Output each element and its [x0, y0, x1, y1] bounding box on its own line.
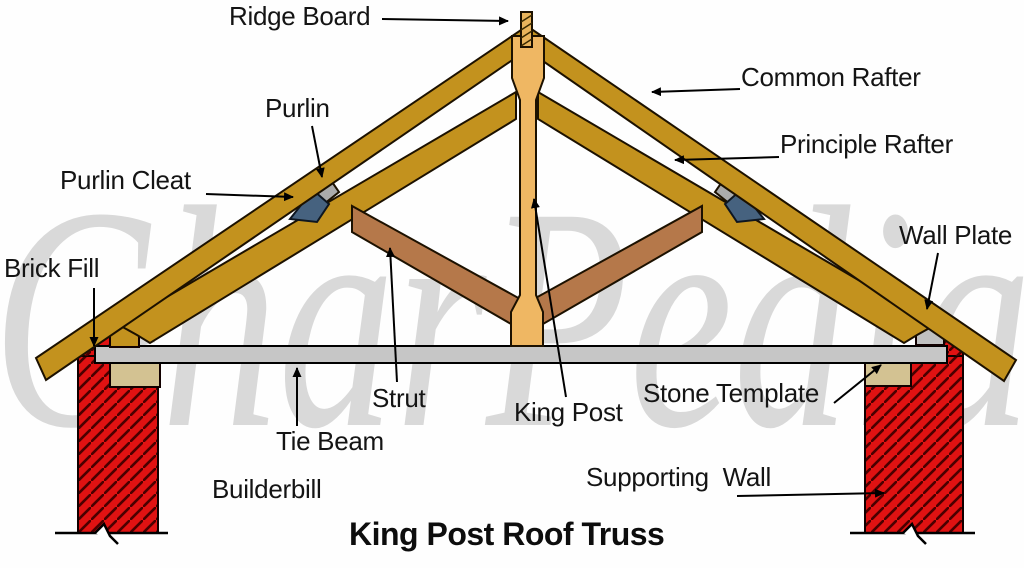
stone-template-arrow [833, 364, 882, 404]
ridge-board-grain [520, 14, 533, 23]
right-stone-template [864, 361, 912, 387]
principle-rafter-arrow [674, 155, 780, 165]
label-ridge-board: Ridge Board [229, 1, 371, 31]
ridge-board-grain [520, 30, 533, 39]
wall-plate-arrow [924, 252, 939, 310]
ridge-board-grain [520, 22, 533, 31]
tie-beam [94, 345, 948, 364]
left-wall-break-mark [94, 521, 119, 545]
strut-arrow [385, 247, 398, 383]
label-brick-fill: Brick Fill [4, 253, 100, 283]
king-post-arrow [530, 198, 567, 398]
label-stone-template: Stone Template [643, 378, 819, 408]
ridge-board-grain [520, 38, 533, 47]
leader-lines [89, 16, 939, 498]
credit-builderbill: Builderbill [212, 474, 322, 504]
label-strut: Strut [372, 383, 426, 413]
label-supporting-wall: Supporting Wall [586, 462, 771, 492]
purlin-cleat-arrow [205, 192, 294, 202]
ridge-board-arrow [381, 16, 509, 26]
label-king-post: King Post [514, 397, 623, 427]
king-post [510, 35, 545, 347]
supporting-wall-arrow [736, 488, 885, 498]
left-stone-template [109, 361, 161, 388]
diagram-title: King Post Roof Truss [349, 516, 665, 552]
ridge-board [520, 11, 533, 48]
label-common-rafter: Common Rafter [741, 62, 921, 92]
label-purlin-cleat: Purlin Cleat [60, 165, 191, 195]
label-purlin: Purlin [265, 93, 330, 123]
label-tie-beam: Tie Beam [276, 426, 384, 456]
right-wall-break-mark [902, 521, 927, 545]
label-principle-rafter: Principle Rafter [780, 129, 953, 159]
label-wall-plate: Wall Plate [899, 220, 1013, 250]
purlin-arrow [311, 125, 325, 178]
common-rafter-arrow [651, 87, 741, 97]
